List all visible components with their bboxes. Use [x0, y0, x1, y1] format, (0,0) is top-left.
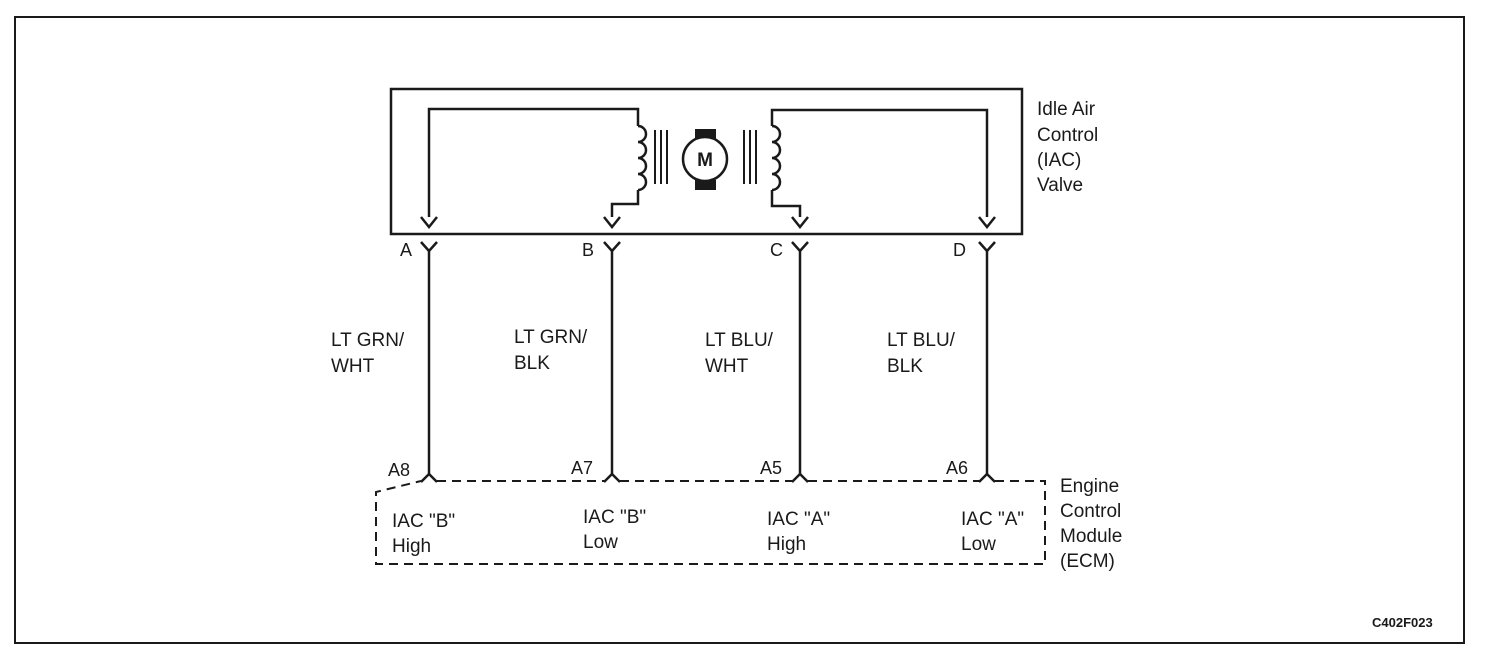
ecm-pin-a8-label: A8	[388, 460, 410, 480]
winding-a-b-wire-b	[610, 190, 640, 217]
iac-valve-title: Idle Air Control (IAC) Valve	[1037, 99, 1104, 196]
wire-b-color-label: LT GRN/ BLK	[514, 327, 592, 374]
motor-label: M	[697, 150, 713, 171]
winding-a-b-wire-a	[427, 107, 640, 217]
arrow-c-icon	[791, 216, 809, 230]
ecm-pin-a6-label: A6	[946, 458, 968, 478]
wire-d-color-label: LT BLU/ BLK	[887, 330, 960, 377]
connector-b-icon	[603, 241, 621, 253]
ecm-pin-a7-label: A7	[571, 458, 593, 478]
arrow-d-icon	[978, 216, 996, 230]
ecm-pin-a5-icon	[791, 472, 809, 483]
iac-valve-housing	[389, 87, 1024, 236]
motor-icon: M	[681, 129, 729, 190]
ecm-circuit-a6: IAC "A" Low	[961, 509, 1029, 555]
ecm-circuit-a5: IAC "A" High	[767, 509, 835, 555]
wire-a-color-label: LT GRN/ WHT	[331, 330, 409, 377]
ecm-title: Engine Control Module (ECM)	[1060, 476, 1128, 572]
terminal-b-label: B	[582, 240, 594, 260]
winding-c-d-wire-c	[770, 190, 802, 217]
ecm-pin-a6-icon	[978, 472, 996, 483]
ecm-circuit-a7: IAC "B" Low	[583, 507, 651, 553]
harness-wires: LT GRN/ WHT LT GRN/ BLK LT BLU/ WHT LT B…	[331, 251, 989, 474]
coil-left-icon	[637, 124, 648, 192]
ecm-pin-a8-icon	[420, 472, 438, 483]
terminal-a-label: A	[400, 240, 412, 260]
connector-d-icon	[978, 241, 996, 253]
figure-code: C402F023	[1372, 615, 1433, 630]
arrow-b-icon	[603, 216, 621, 230]
arrow-a-icon	[420, 216, 438, 230]
terminal-c-label: C	[770, 240, 783, 260]
terminal-d-label: D	[953, 240, 966, 260]
iac-valve: M Idle Air Control (IAC) Valve	[389, 87, 1104, 236]
ecm-pin-a5-label: A5	[760, 458, 782, 478]
wire-c-color-label: LT BLU/ WHT	[705, 330, 778, 377]
valve-connector: A B C D	[400, 240, 996, 260]
ecm: A8 A7 A5 A6 IAC "B" High IAC "B" Low IAC…	[375, 458, 1128, 572]
connector-a-icon	[420, 241, 438, 253]
ecm-pin-a7-icon	[603, 472, 621, 483]
ecm-dashed-outline	[375, 480, 1046, 565]
connector-c-icon	[791, 241, 809, 253]
ecm-circuit-a8: IAC "B" High	[392, 511, 460, 557]
winding-c-d-wire-d	[770, 108, 989, 217]
coil-right-icon	[771, 124, 782, 192]
figure-frame	[14, 16, 1465, 644]
